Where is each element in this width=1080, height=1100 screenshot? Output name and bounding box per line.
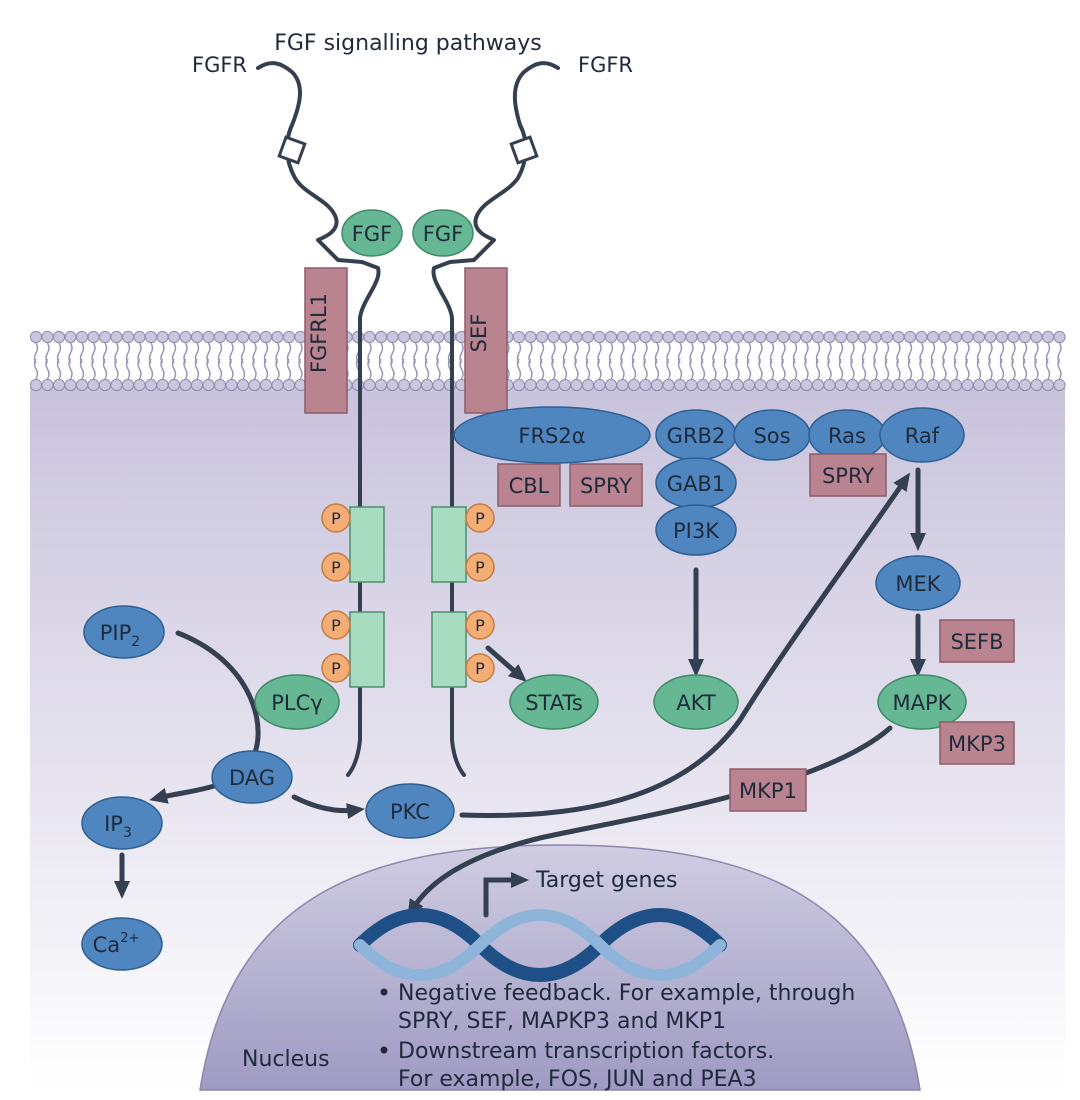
mapk-node (877, 674, 967, 730)
fgf-ligand-right-label: FGF (423, 222, 463, 246)
fgfrl1-label: FGFRL1 (307, 293, 331, 373)
raf-label: Raf (905, 424, 940, 448)
svg-text:P: P (331, 659, 341, 678)
arrow-target-genes (483, 872, 529, 918)
phosphate-group: P (321, 610, 351, 640)
nucleus-label: Nucleus (242, 1047, 330, 1072)
svg-text:P: P (475, 558, 485, 577)
dag-node (211, 750, 293, 804)
arrow-mapk-nucleus (407, 725, 893, 918)
plcg-node (254, 674, 340, 730)
fgfr-right-label: FGFR (578, 53, 633, 77)
fgfr-left-ig-domain (277, 135, 307, 165)
phosphate-group: P (321, 653, 351, 683)
mek-node (875, 555, 961, 611)
ras-label: Ras (828, 424, 866, 448)
dag-label: DAG (229, 766, 275, 790)
phosphate-group: P (465, 552, 495, 582)
stats-node (509, 674, 599, 730)
frs2a-label: FRS2α (518, 424, 585, 448)
calcium-label: Ca2+ (93, 931, 140, 957)
stats-label: STATs (525, 691, 583, 715)
fgf-ligand-left-label: FGF (352, 222, 392, 246)
bullet-1-line-2: SPRY, SEF, MAPKP3 and MKP1 (398, 1009, 726, 1034)
plcg-label: PLCγ (271, 691, 322, 715)
akt-node (653, 674, 739, 730)
sef-box (464, 267, 508, 414)
calcium-node (81, 917, 163, 971)
arrow-dag-pkc (291, 794, 365, 820)
fgfr-right-chain (431, 61, 560, 777)
nucleus-bullet-list: Negative feedback. For example, through … (380, 981, 855, 1092)
raf-node (879, 407, 965, 463)
target-genes-label: Target genes (535, 868, 678, 893)
kinase-domain-left-2 (349, 611, 385, 688)
dna-helix-icon (353, 908, 727, 982)
fgfrl1-box (304, 267, 348, 414)
sef-label: SEF (467, 314, 491, 353)
mkp3-label: MKP3 (948, 732, 1006, 756)
cell-membrane (29, 330, 1066, 392)
mkp3-box (939, 721, 1015, 765)
ip3-node (81, 796, 163, 850)
pip2-label: PIP2 (100, 621, 140, 650)
pkc-node (365, 783, 455, 839)
spry-ras-box (809, 453, 887, 497)
pip2-node (83, 605, 165, 659)
gab1-label: GAB1 (667, 472, 725, 496)
bullet-1-line-1: Negative feedback. For example, through (398, 981, 855, 1006)
arrow-to-stats (485, 645, 527, 682)
svg-text:P: P (331, 558, 341, 577)
fgf-ligand-right (412, 209, 474, 257)
phosphate-group: P (465, 610, 495, 640)
phosphate-group: P (321, 552, 351, 582)
fgfr-left-label: FGFR (192, 53, 247, 77)
kinase-domain-right-2 (431, 611, 467, 688)
spry-ras-label: SPRY (822, 464, 874, 488)
ip3-label: IP3 (104, 812, 132, 841)
fgfr-right-ig-domain (509, 135, 539, 165)
fgfr-left-chain (256, 61, 381, 777)
fgf-ligand-left (341, 209, 403, 257)
phosphate-group: P (465, 653, 495, 683)
cbl-label: CBL (509, 474, 550, 498)
sefb-box (939, 619, 1015, 663)
sos-label: Sos (753, 424, 790, 448)
kinase-domain-right-1 (431, 506, 467, 583)
arrow-pkc-raf (459, 472, 911, 819)
bullet-2-line-1: Downstream transcription factors. (398, 1039, 774, 1064)
mapk-label: MAPK (893, 691, 953, 715)
diagram-title: FGF signalling pathways (274, 31, 542, 56)
bullet-2-line-2: For example, FOS, JUN and PEA3 (398, 1067, 757, 1092)
svg-text:P: P (475, 659, 485, 678)
phosphate-group: P (321, 503, 351, 533)
sefb-label: SEFB (950, 630, 1003, 654)
kinase-domain-left-1 (349, 506, 385, 583)
svg-text:P: P (475, 616, 485, 635)
pi3k-label: PI3K (673, 519, 720, 543)
svg-text:P: P (331, 616, 341, 635)
svg-text:P: P (331, 509, 341, 528)
svg-text:P: P (475, 509, 485, 528)
akt-label: AKT (676, 691, 716, 715)
cbl-box (497, 463, 561, 507)
phosphate-group: P (465, 503, 495, 533)
pkc-label: PKC (390, 800, 430, 824)
mkp1-label: MKP1 (739, 779, 797, 803)
mek-label: MEK (895, 572, 941, 596)
frs2a-node (453, 406, 651, 464)
mkp1-box (729, 768, 807, 812)
spry-frs-box (569, 463, 643, 507)
grb2-label: GRB2 (667, 424, 726, 448)
spry-frs-label: SPRY (580, 474, 632, 498)
pi3k-node (655, 504, 737, 556)
